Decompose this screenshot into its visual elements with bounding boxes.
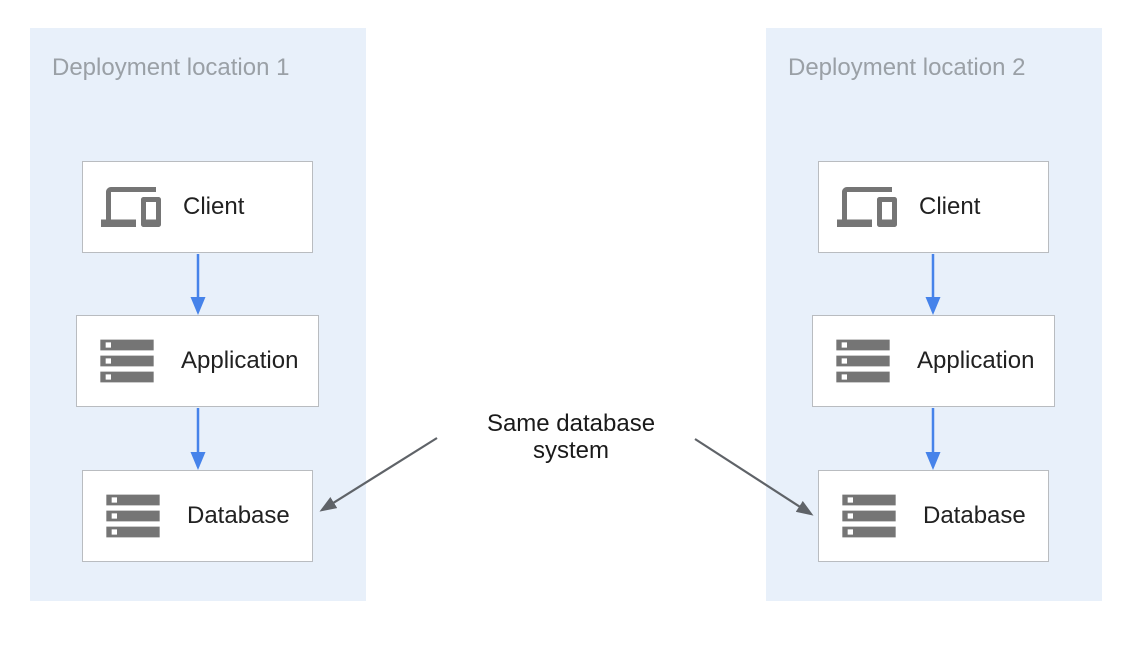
annotation-line: Same database — [486, 410, 656, 437]
node-label: Client — [919, 193, 981, 220]
application-node: Application — [76, 315, 319, 407]
application-node: Application — [812, 315, 1055, 407]
node-label: Database — [923, 502, 1026, 529]
same-database-annotation: Same database system — [446, 410, 696, 464]
database-node: Database — [82, 470, 313, 562]
deployment-location-1-panel: Deployment location 1 Client Application — [30, 28, 366, 601]
server-stack-icon — [831, 329, 895, 393]
devices-icon — [101, 177, 161, 237]
panel-title: Deployment location 1 — [52, 54, 290, 81]
node-label: Database — [187, 502, 290, 529]
server-stack-icon — [95, 329, 159, 393]
database-node: Database — [818, 470, 1049, 562]
node-label: Client — [183, 193, 245, 220]
devices-icon — [837, 177, 897, 237]
node-label: Application — [181, 347, 299, 374]
server-stack-icon — [837, 484, 901, 548]
server-stack-icon — [101, 484, 165, 548]
client-node: Client — [82, 161, 313, 253]
node-label: Application — [917, 347, 1035, 374]
client-node: Client — [818, 161, 1049, 253]
deployment-location-2-panel: Deployment location 2 Client Application — [766, 28, 1102, 601]
annotation-line: system — [532, 437, 609, 464]
panel-title: Deployment location 2 — [788, 54, 1026, 81]
